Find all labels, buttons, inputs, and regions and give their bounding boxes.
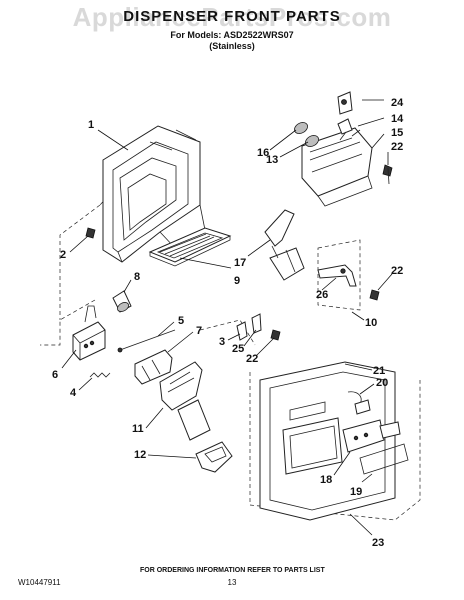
callout-1: 1 [88, 119, 94, 131]
callout-5: 5 [178, 315, 184, 327]
leader-lines [61, 99, 393, 536]
callout-18: 18 [320, 474, 332, 486]
callout-19: 19 [350, 486, 362, 498]
callout-20: 20 [376, 377, 388, 389]
callout-26: 26 [316, 289, 328, 301]
callout-21: 21 [373, 365, 385, 377]
callout-22-top: 22 [391, 141, 403, 153]
callout-17: 17 [234, 257, 246, 269]
callout-13: 13 [266, 154, 278, 166]
callout-12: 12 [134, 449, 146, 461]
part-lever [317, 264, 357, 287]
variant-line: (Stainless) [209, 41, 255, 51]
callout-11: 11 [132, 423, 144, 435]
part-latches [236, 313, 262, 341]
callout-3: 3 [219, 336, 225, 348]
callout-15: 15 [391, 127, 403, 139]
callout-7: 7 [196, 325, 202, 337]
callout-24: 24 [391, 97, 404, 109]
part-solenoid [112, 290, 132, 313]
part-upper-bracket [294, 91, 373, 207]
callout-labels: 1 2 3 4 5 6 7 8 9 10 11 12 13 14 15 16 1… [52, 97, 404, 549]
callout-8: 8 [134, 271, 140, 283]
part-ice-paddle [159, 361, 211, 441]
callout-22-right: 22 [391, 265, 403, 277]
part-drip-tray [148, 227, 232, 267]
callout-25: 25 [232, 343, 244, 355]
callout-9: 9 [234, 275, 240, 287]
page-number: 13 [227, 578, 237, 587]
callout-2: 2 [60, 249, 66, 261]
callout-16: 16 [257, 147, 269, 159]
part-housing-frame [102, 125, 206, 263]
part-screws [85, 164, 393, 341]
callout-10: 10 [365, 317, 377, 329]
page-title: DISPENSER FRONT PARTS [123, 8, 341, 25]
callout-22-bottom: 22 [246, 353, 258, 365]
callout-14: 14 [391, 113, 404, 125]
part-paddle-arm [264, 209, 305, 281]
callout-6: 6 [52, 369, 58, 381]
callout-4: 4 [70, 387, 77, 399]
part-control-board [342, 391, 401, 453]
callout-23: 23 [372, 537, 384, 549]
part-overlay [359, 443, 409, 475]
part-hinge-bracket [134, 349, 173, 385]
document-number: W10447911 [18, 578, 61, 587]
ordering-note: FOR ORDERING INFORMATION REFER TO PARTS … [140, 567, 325, 574]
watermark: AppliancePartsPros.com [72, 2, 392, 32]
model-line: For Models: ASD2522WRS07 [170, 30, 294, 40]
part-rod [117, 329, 176, 353]
part-spring [89, 372, 111, 378]
part-module [72, 305, 106, 361]
part-chute-cup [195, 441, 233, 473]
